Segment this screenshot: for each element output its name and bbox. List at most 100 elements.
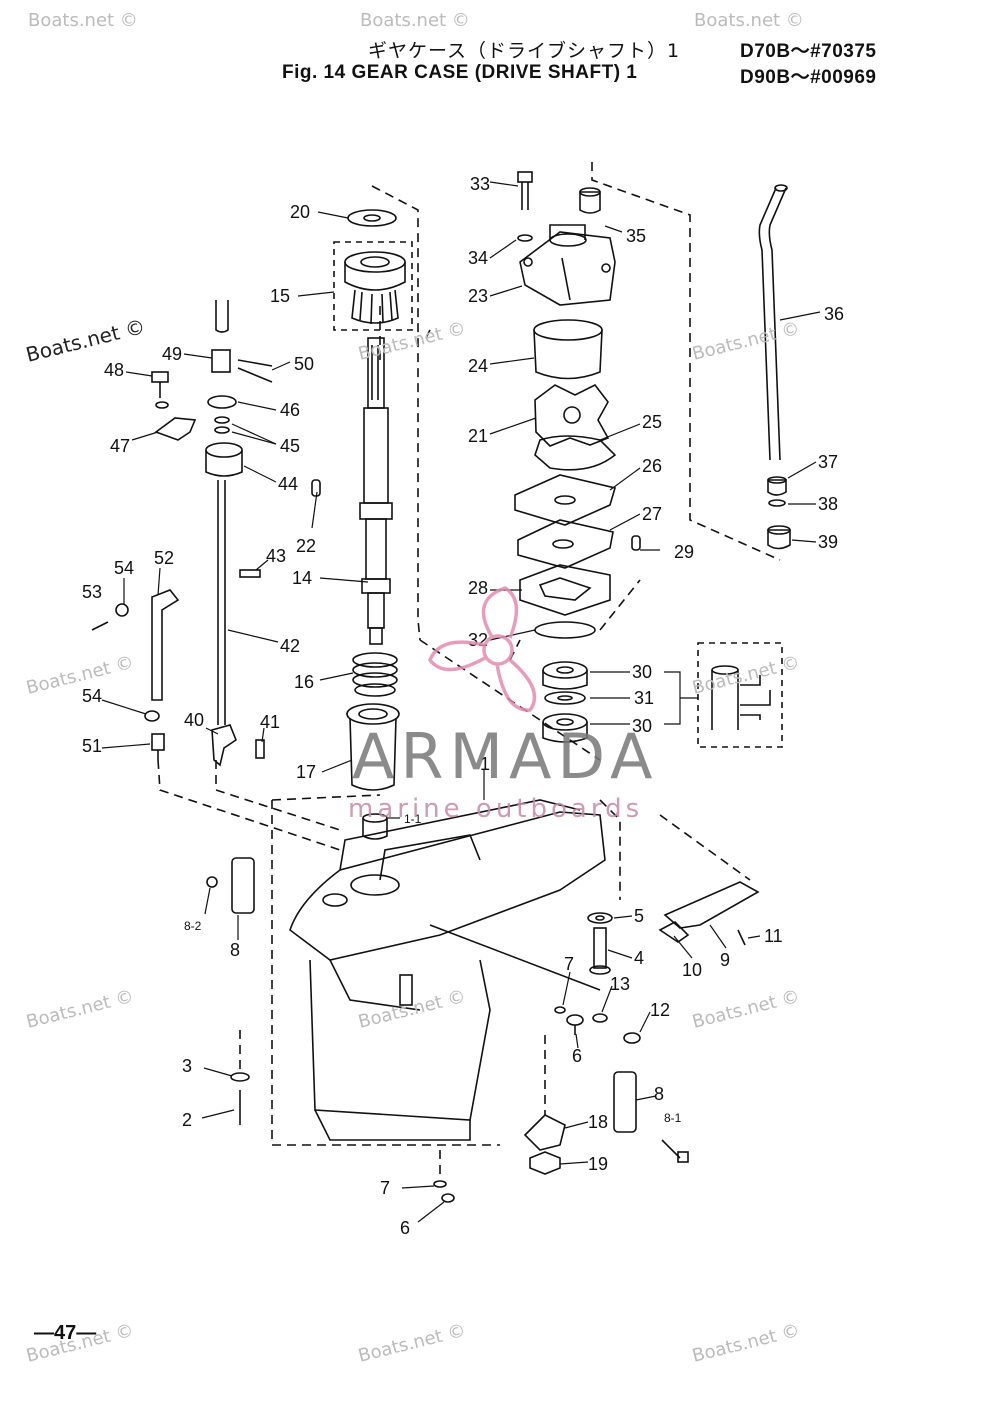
callout-52: 52	[154, 548, 174, 568]
callout-18: 18	[588, 1112, 608, 1132]
callout-35: 35	[626, 226, 646, 246]
washer-13	[592, 1013, 608, 1023]
plug-6-upper	[566, 1014, 584, 1035]
pin-41	[255, 739, 265, 759]
watermark-boats-4: Boats.net ©	[356, 318, 468, 365]
callout-20: 20	[290, 202, 310, 222]
anode-8-lower	[613, 1071, 637, 1133]
clip-54-lower	[144, 710, 160, 722]
callout-30-upper: 30	[632, 662, 652, 682]
bolt-53	[91, 621, 109, 631]
callout-36: 36	[824, 304, 844, 324]
pin-29	[631, 535, 641, 551]
pinion-gear-18	[523, 1114, 566, 1151]
callout-6-lower: 6	[400, 1218, 410, 1238]
pump-housing-23	[519, 224, 616, 306]
callout-2: 2	[182, 1110, 192, 1130]
callout-1-1: 1-1	[404, 812, 422, 826]
callout-54-lower: 54	[82, 686, 102, 706]
callout-39: 39	[818, 532, 838, 552]
bolt-33	[517, 171, 533, 210]
callout-33: 33	[470, 174, 490, 194]
callout-38: 38	[818, 494, 838, 514]
watermark-boats-12: Boats.net ©	[356, 1320, 468, 1367]
callout-21: 21	[468, 426, 488, 446]
callout-27: 27	[642, 504, 662, 524]
watermark-boats-2: Boats.net ©	[360, 10, 470, 31]
callout-17: 17	[296, 762, 316, 782]
washer-5	[587, 912, 613, 924]
shift-rod-42	[217, 480, 226, 725]
plate-26	[514, 474, 617, 526]
callout-29: 29	[674, 542, 694, 562]
pins-50	[237, 359, 273, 383]
callout-40: 40	[184, 710, 204, 730]
gear-case-housing-1	[289, 799, 606, 1141]
callout-7-upper: 7	[564, 954, 574, 974]
bearing-15	[344, 251, 406, 325]
assembly-guides	[157, 162, 781, 1180]
clip-10	[658, 921, 690, 943]
cam-40	[211, 724, 237, 767]
plug-6-lower	[441, 1193, 455, 1203]
watermark-boats-5: Boats.net ©	[690, 318, 802, 365]
clip-54-upper	[115, 603, 129, 617]
impeller-21	[534, 383, 610, 447]
grommet-35	[579, 187, 601, 214]
callout-8-1: 8-1	[664, 1111, 682, 1125]
callout-26: 26	[642, 456, 662, 476]
callout-16: 16	[294, 672, 314, 692]
callout-7-lower: 7	[380, 1178, 390, 1198]
bearing-30-lower	[542, 713, 588, 743]
callout-51: 51	[82, 736, 102, 756]
bushing-44	[205, 442, 243, 477]
fitting-51	[151, 733, 165, 760]
callout-8-lower: 8	[654, 1084, 664, 1104]
callout-8-2: 8-2	[184, 919, 202, 933]
callout-11: 11	[764, 926, 783, 946]
watermark-boats-13: Boats.net ©	[690, 1320, 802, 1367]
callout-19: 19	[588, 1154, 608, 1174]
callout-1: 1	[480, 754, 490, 774]
bearing-30-upper	[542, 661, 588, 690]
callout-47: 47	[110, 436, 130, 456]
propeller-icon	[428, 586, 537, 712]
sleeve-17	[346, 703, 400, 791]
watermark-boats-1: Boats.net ©	[28, 10, 138, 31]
watermark-boats-7: Boats.net ©	[690, 652, 802, 699]
coupler-49	[211, 349, 231, 373]
watermarks: Boats.net © Boats.net © Boats.net © Boat…	[23, 10, 803, 1367]
pin-43	[239, 569, 261, 578]
callout-14: 14	[292, 568, 312, 588]
grommet-39	[767, 525, 791, 550]
figure-title: Fig. 14 GEAR CASE (DRIVE SHAFT) 1	[282, 62, 638, 83]
watermark-boats-10: Boats.net ©	[690, 986, 802, 1033]
model-range-d70b: D70B～#70375	[740, 41, 877, 62]
callout-8-upper: 8	[230, 940, 240, 960]
callout-31: 31	[634, 688, 654, 708]
orings-45	[214, 416, 230, 434]
armada-tagline: marine outboards	[348, 794, 643, 824]
watermark-boats-prominent: Boats.net ©	[23, 314, 147, 367]
washer-3	[230, 1072, 250, 1082]
spring-16	[352, 652, 398, 697]
callout-43: 43	[266, 546, 286, 566]
bolt-48	[151, 371, 169, 409]
callout-9: 9	[720, 950, 730, 970]
callout-labels: 20 15 22 14 16 17 33 34 23 24 21 35 25 2…	[82, 174, 844, 1238]
washer-7-upper	[554, 1006, 566, 1014]
callout-54-upper: 54	[114, 558, 134, 578]
callout-13: 13	[610, 974, 630, 994]
watermark-boats-3: Boats.net ©	[694, 10, 804, 31]
callout-12: 12	[650, 1000, 670, 1020]
bolt-4	[589, 927, 611, 975]
pump-base-28	[519, 564, 611, 616]
callout-53: 53	[82, 582, 102, 602]
callout-45: 45	[280, 436, 300, 456]
armada-wordmark: ARMADA	[352, 720, 658, 793]
model-range-d90b: D90B～#00969	[740, 67, 877, 88]
callout-28: 28	[468, 578, 488, 598]
callout-15: 15	[270, 286, 290, 306]
callout-48: 48	[104, 360, 124, 380]
